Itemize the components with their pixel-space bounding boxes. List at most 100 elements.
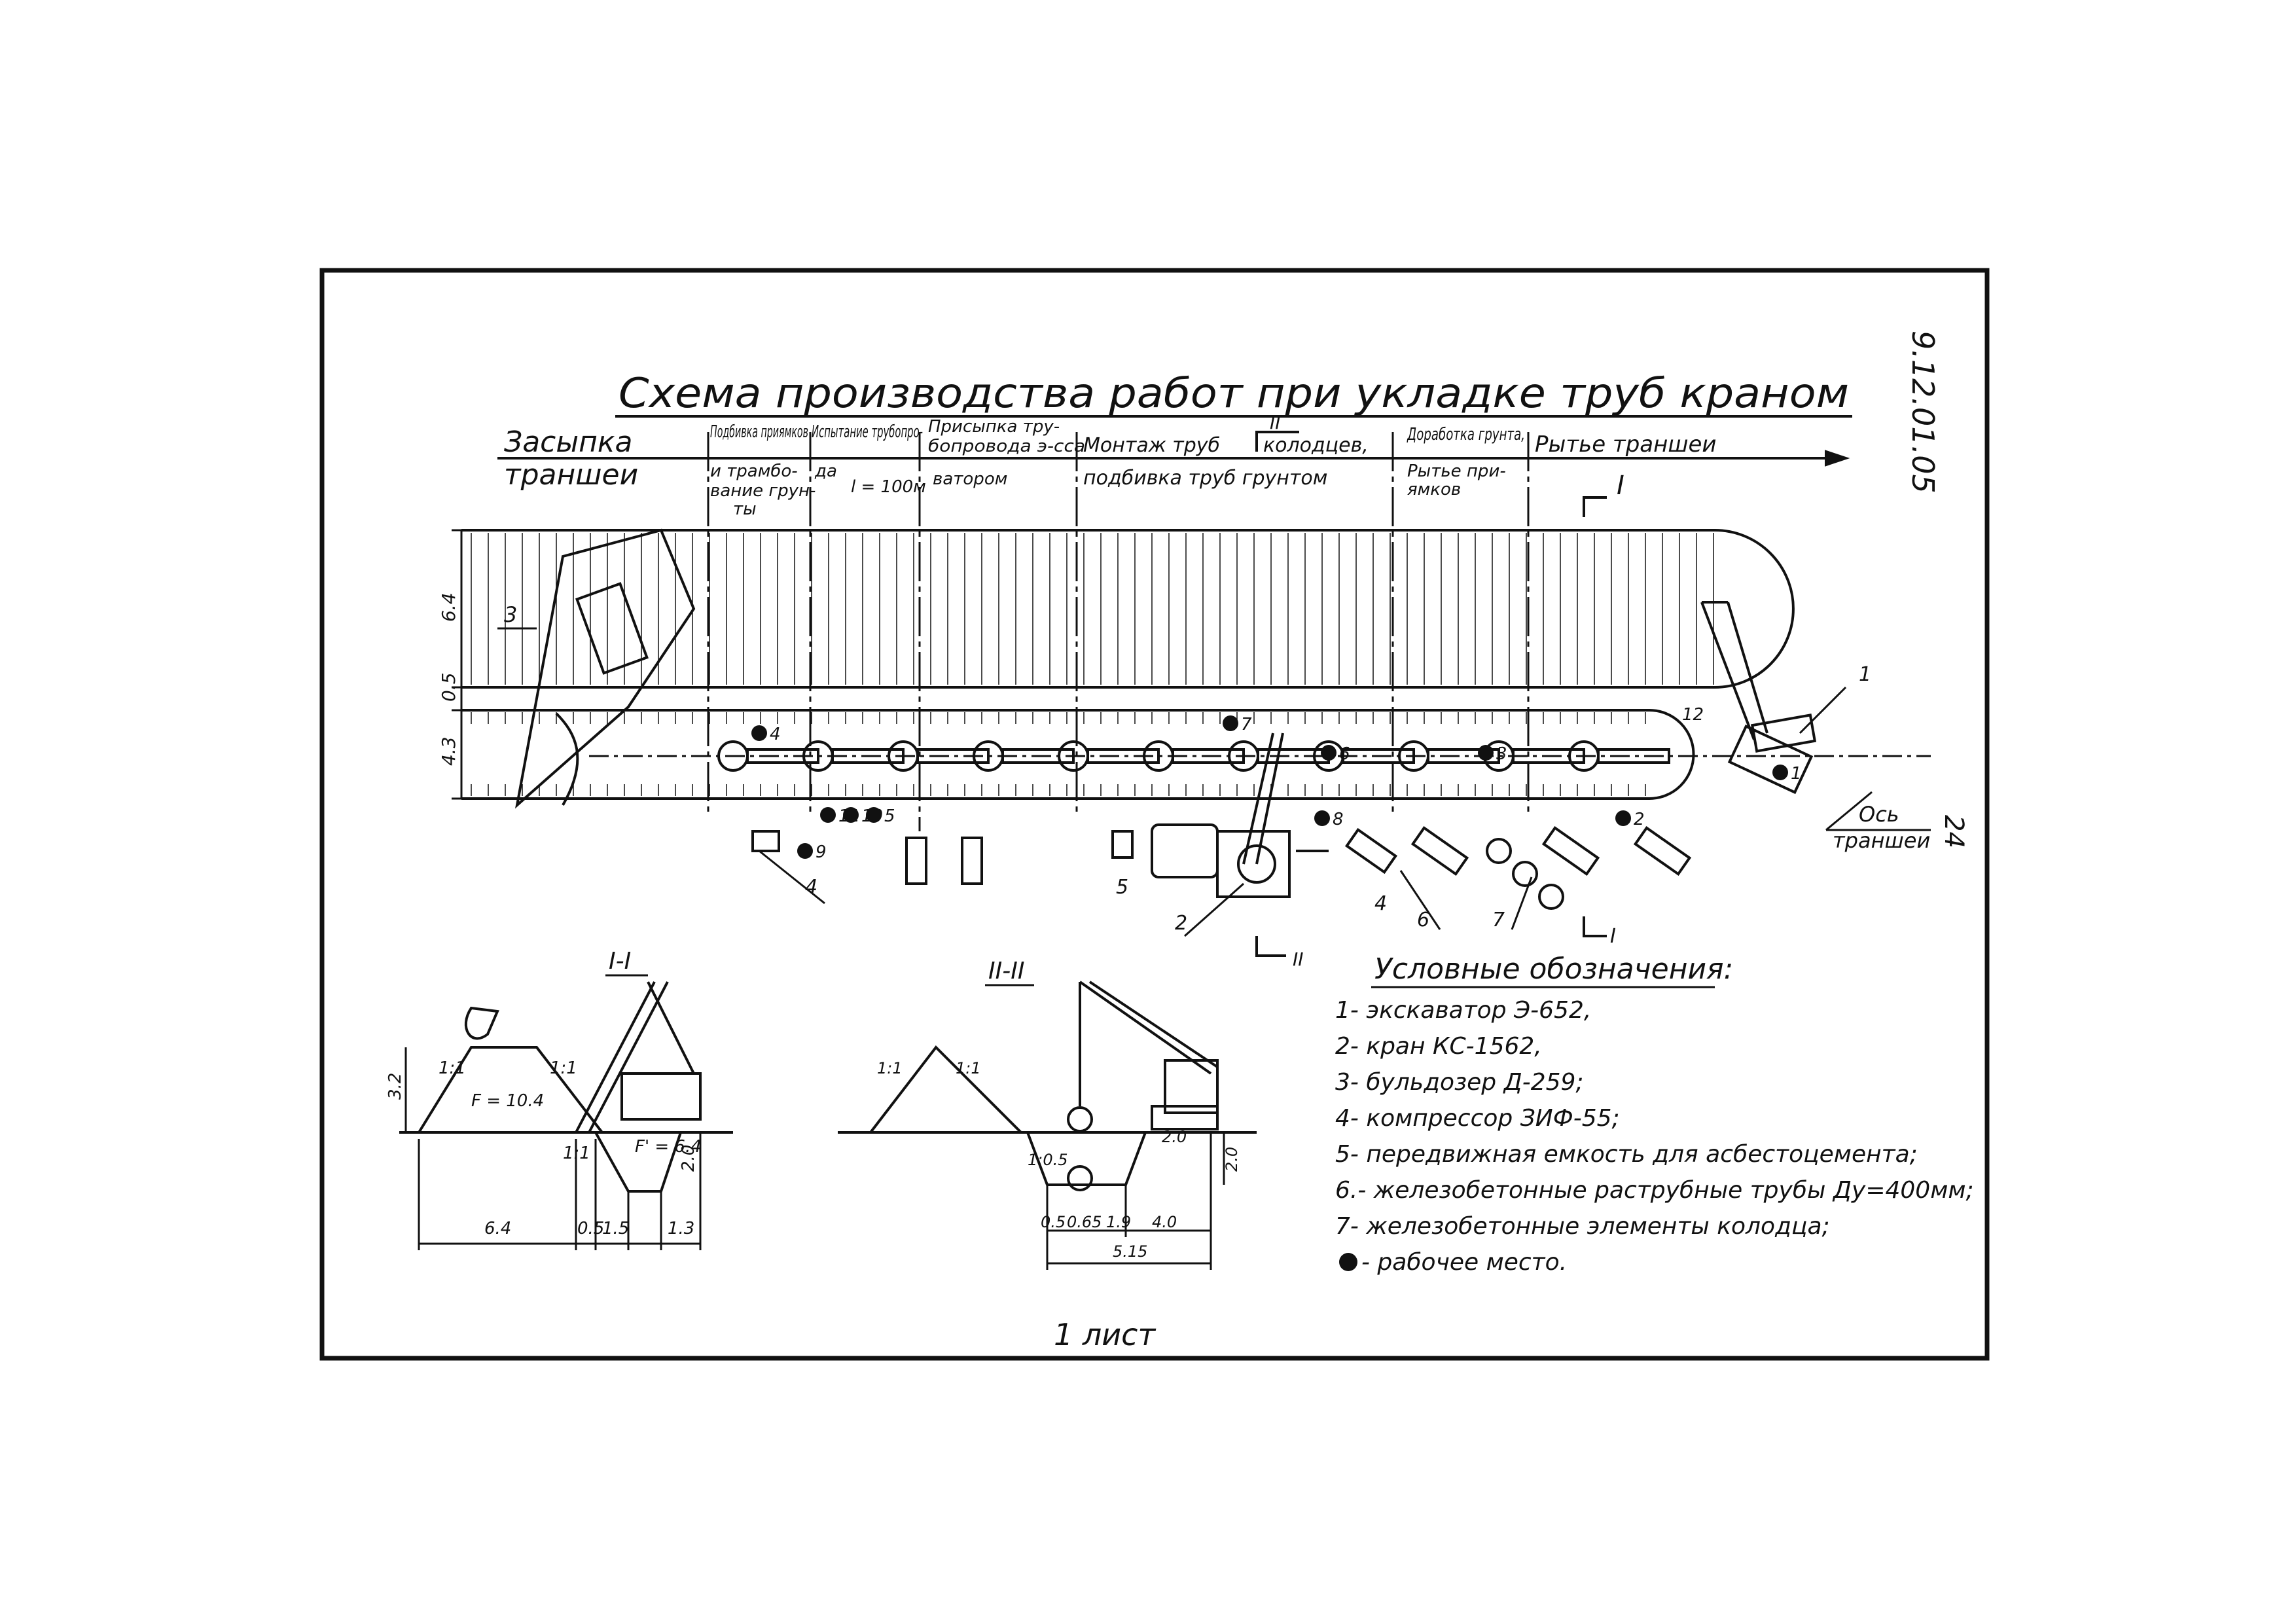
section-1-area: F = 10.4 [471,1091,544,1111]
legend-item-2: 2- кран КС-1562, [1335,1033,1542,1060]
section-2-slope1: 1:1 [877,1059,903,1077]
section-2-small: 2.0 [1162,1128,1187,1146]
section-1-w2: 0.5 [577,1219,604,1238]
pipe-section [1512,748,1585,764]
plan-dim-1: 6.4 [438,592,459,622]
section-2-w3: 1.9 [1106,1213,1131,1231]
section-1-slope3: 1:1 [563,1144,590,1163]
stage-2-top: Подбивка приямков [710,422,808,442]
section-2-w1: 0.5 [1041,1213,1066,1231]
plan-dim-3: 4.3 [438,736,459,766]
workplace-marker [1478,745,1494,761]
section-mark-two-bottom: II [1293,948,1304,970]
plan-dim-2: 0.5 [438,672,459,702]
stage-1-bottom: траншеи [504,458,638,492]
workplace-markers: 4783129111056 [751,715,1802,862]
section-1-depth: 2.0 [679,1145,698,1172]
callout-2: 2 [1175,912,1187,935]
legend-item-6: 6.- железобетонные раструбные трубы Ду=4… [1335,1177,1974,1204]
pipe-section [1001,748,1075,764]
section-1-trench: F' = 6.4 [635,1137,702,1157]
legend-item-8: - рабочее место. [1361,1249,1567,1276]
callout-4a: 4 [805,876,817,899]
pipe-section [1342,748,1415,764]
section-2-dims [1046,1132,1225,1270]
workplace-label: 8 [1333,810,1344,829]
axis-label-2: траншеи [1833,828,1930,853]
drawing-title: Схема производства работ при укладке тру… [619,369,1849,417]
workplace-label: 3 [1496,744,1507,764]
sheet-frame [319,268,1990,1361]
plan-dimensions [452,529,471,800]
section-1-dims [404,1047,702,1250]
section-2-w2: 0.65 [1067,1213,1102,1231]
stage-7-bottom: Рытье при- [1407,461,1506,481]
doc-code: 9.12.01.05 [1905,331,1941,494]
callout-4b: 4 [1374,892,1387,915]
pipe-section [1427,748,1500,764]
callout-5: 5 [1116,876,1128,899]
stage-5-top: Монтаж труб [1083,434,1220,457]
stage-7-bottom2: ямков [1407,480,1461,499]
workplace-marker [751,725,767,741]
pipe-section [1597,748,1670,764]
workplace-marker [820,807,836,823]
stage-1-top: Засыпка [504,425,632,459]
boom-label: 12 [1682,705,1704,725]
stage-2-extra: ты [733,499,757,519]
workplace-label: 6 [1339,744,1350,764]
workplace-marker [1223,715,1238,731]
pipes [717,740,1670,772]
axis-label-1: Ось [1859,802,1899,827]
workplace-label: 4 [770,725,781,744]
section-1-w3: 1.5 [602,1219,629,1238]
workplace-marker [1615,810,1631,826]
section-mark-one: I [1617,471,1624,501]
stage-3-length: l = 100м [851,477,926,497]
section-1-w1: 6.4 [484,1219,511,1238]
section-1-slope2: 1:1 [550,1058,577,1078]
legend-list: 1- экскаватор Э-652, 2- кран КС-1562, 3-… [1335,997,1974,1276]
section-2-title: II-II [988,958,1024,984]
stage-header [497,450,1850,467]
page-number: 24 [1939,815,1969,848]
pipe-section [831,748,905,764]
workplace-marker [1321,745,1336,761]
section-2-slope3: 1:0.5 [1028,1151,1068,1169]
section-2-drawing [838,981,1257,1191]
workplace-marker [1772,765,1788,780]
spoil-bank [461,529,1795,800]
legend-item-1: 1- экскаватор Э-652, [1335,997,1591,1024]
workplace-label: 5 [884,806,895,826]
legend-item-4: 4- компрессор ЗИФ-55; [1335,1105,1620,1132]
workplace-marker [866,807,882,823]
workplace-label: 9 [816,842,827,862]
crane-plan [1151,732,1329,898]
callout-7: 7 [1492,909,1505,931]
excavator [1700,601,1817,795]
stage-2-bottom: и трамбо- [710,461,798,481]
callout-1: 1 [1859,663,1871,686]
workplace-legend-icon [1339,1253,1357,1271]
legend-item-5: 5- передвижная емкость для асбестоцемент… [1335,1141,1918,1168]
stage-5-bottom: подбивка труб грунтом [1083,467,1327,490]
section-2-slope2: 1:1 [956,1059,981,1077]
workplace-marker [1314,810,1330,826]
section-2-total: 5.15 [1113,1242,1147,1261]
section-mark-two: II [1270,412,1281,433]
callout-6: 6 [1417,909,1429,931]
plan-symbols [751,825,1692,910]
stage-8-top: Рытье траншеи [1535,431,1717,458]
workplace-label: 1 [1791,764,1802,784]
stage-3-top: Испытание трубопро- [812,422,923,442]
pipe-section [1172,748,1245,764]
section-2-w4: 4.0 [1152,1213,1177,1231]
pipe-section [916,748,990,764]
trench-hatching [471,712,1646,796]
callout-3: 3 [504,602,517,627]
stage-4-top: Присыпка тру- [928,417,1060,437]
workplace-label: 7 [1241,715,1252,734]
pipe-section [1086,748,1160,764]
stage-2-bottom2: вание грун- [710,481,816,501]
